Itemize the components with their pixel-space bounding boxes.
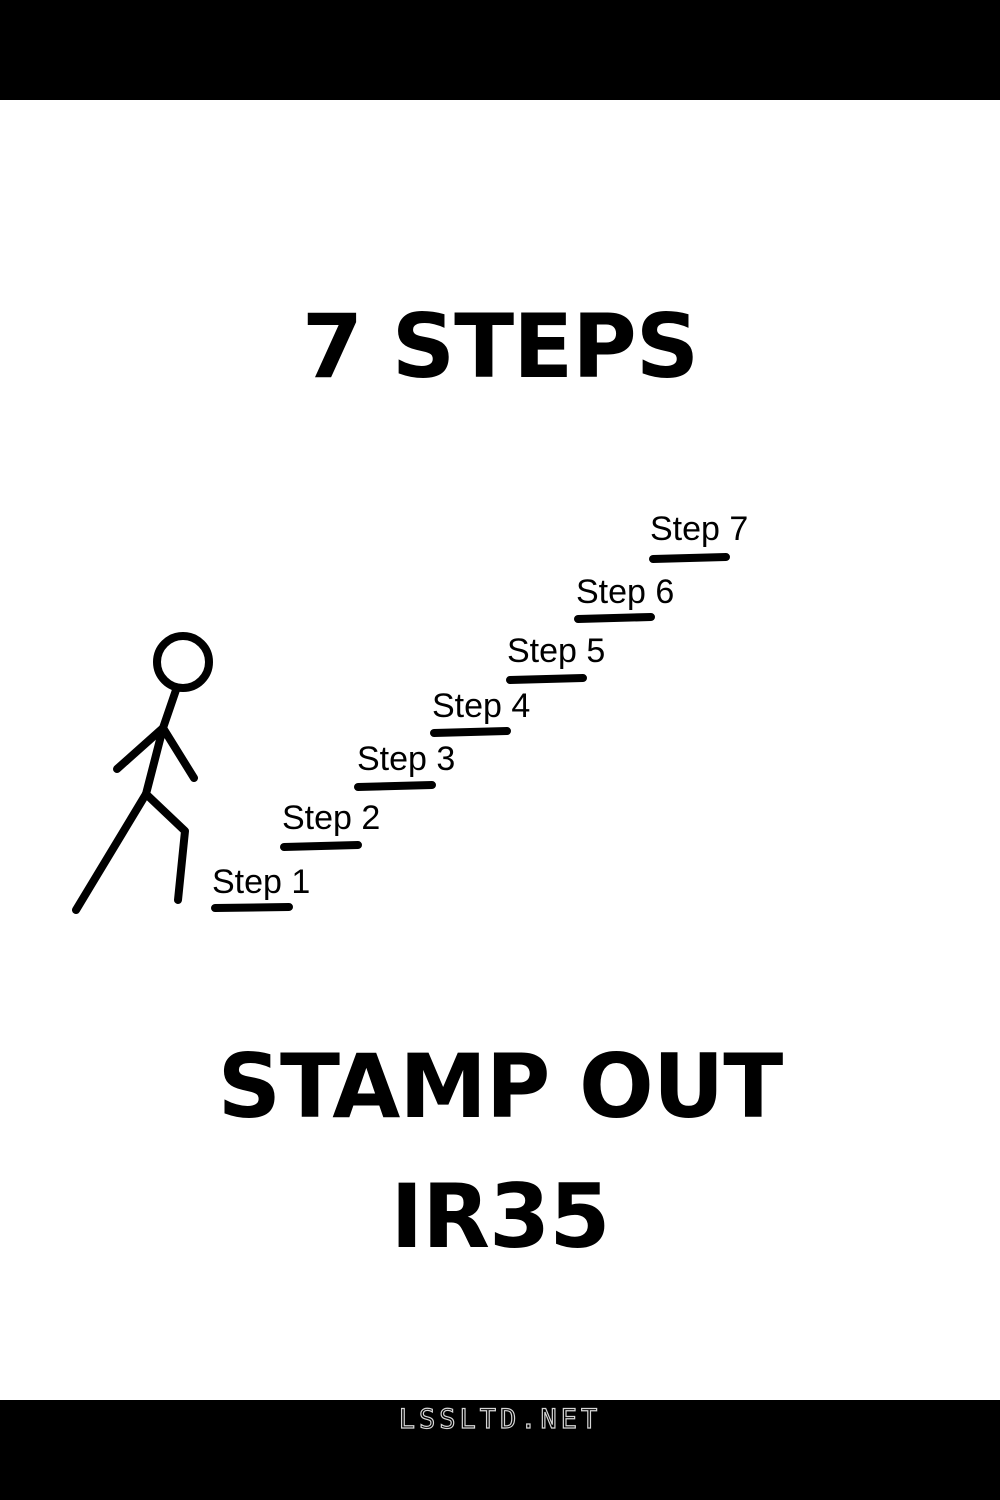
figure-back-leg: [72, 790, 150, 914]
step-tread: [280, 841, 362, 851]
footer-site-name: LSSLTD.NET: [398, 1403, 602, 1435]
step-4: Step 4: [430, 687, 530, 737]
step-tread: [211, 903, 293, 912]
step-label: Step 6: [576, 573, 674, 611]
step-1: Step 1: [211, 863, 310, 912]
step-tread: [574, 613, 655, 623]
step-tread: [649, 553, 730, 563]
figure-front-leg: [142, 790, 189, 904]
step-label: Step 5: [507, 632, 605, 670]
figure-torso: [142, 724, 167, 798]
step-label: Step 1: [212, 863, 310, 901]
step-tread: [506, 674, 587, 684]
step-6: Step 6: [574, 573, 674, 623]
step-5: Step 5: [506, 632, 605, 684]
step-tread: [354, 781, 436, 791]
headline-top: 7 STEPS: [301, 295, 699, 398]
figure-neck: [159, 686, 180, 732]
step-label: Step 7: [650, 510, 748, 548]
step-label: Step 2: [282, 799, 380, 837]
headline-bottom-line2: IR35: [390, 1165, 611, 1268]
headline-bottom-line1: STAMP OUT: [217, 1035, 784, 1138]
figure-head: [153, 632, 213, 692]
stick-figure-icon: [72, 632, 213, 914]
bottom-bar: [0, 1400, 1000, 1500]
step-7: Step 7: [649, 510, 748, 563]
step-label: Step 4: [432, 687, 530, 725]
step-label: Step 3: [357, 740, 455, 778]
step-3: Step 3: [354, 740, 455, 791]
top-bar: [0, 0, 1000, 100]
step-tread: [430, 727, 511, 737]
step-2: Step 2: [280, 799, 380, 851]
headline-bottom: STAMP OUT IR35: [0, 1022, 1000, 1282]
